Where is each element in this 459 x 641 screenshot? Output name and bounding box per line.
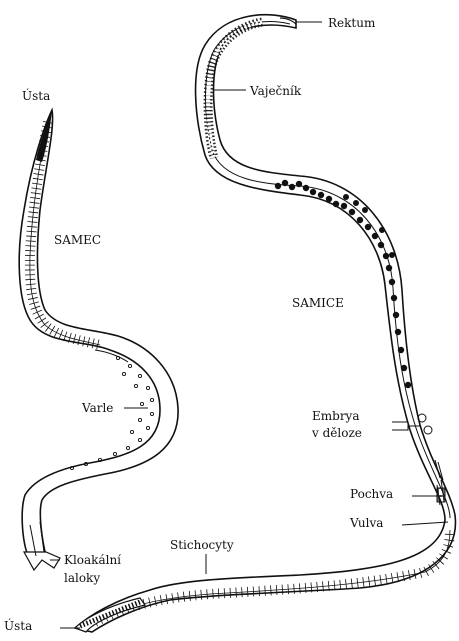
label-samec: SAMEC [54,233,101,247]
label-kloakalni-2: laloky [64,571,100,585]
label-samice: SAMICE [292,296,344,310]
female-worm [75,15,455,632]
labels: Ústa SAMEC Rektum Vaječník SAMICE Varle … [4,16,393,633]
label-usta-bottom: Ústa [4,617,32,633]
label-embrya-1: Embrya [312,409,360,423]
label-pochva: Pochva [350,487,393,501]
label-vajecnik: Vaječník [249,84,302,98]
male-worm [19,110,178,570]
label-kloakalni-1: Kloakální [64,553,121,567]
female-inner-wall [206,22,451,518]
male-anterior-tip [36,110,52,162]
female-body-outline [75,15,455,632]
male-body-outline [19,110,178,556]
leader-lines [50,22,448,628]
label-rektum: Rektum [328,16,376,30]
cloacal-lobes [24,552,60,570]
label-varle: Varle [81,401,113,415]
label-vulva: Vulva [349,516,383,530]
label-stichocyty: Stichocyty [170,538,234,552]
label-embrya-2: v děloze [311,426,362,440]
label-usta-top: Ústa [22,87,50,103]
